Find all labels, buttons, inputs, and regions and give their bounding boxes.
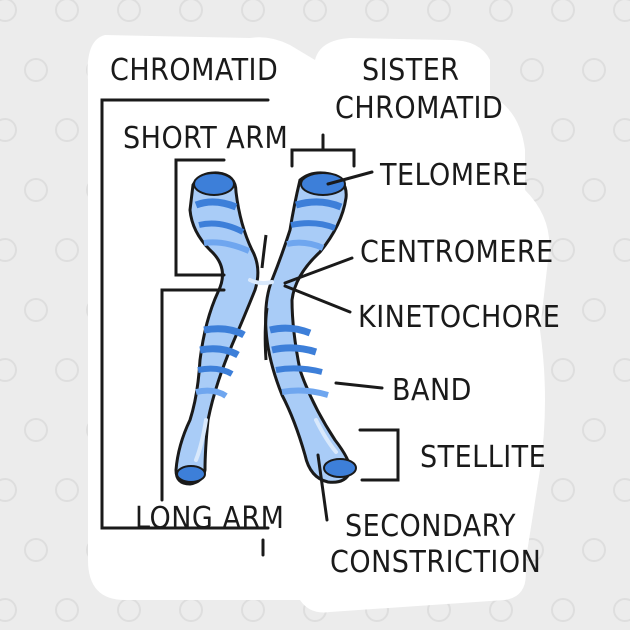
watermark-logo-icon [241,598,265,622]
watermark-logo-icon [55,358,79,382]
telomere-right-tip [300,172,346,196]
watermark-logo-icon [179,598,203,622]
watermark-logo-icon [613,478,630,502]
label-kinetochore: KINETOCHORE [358,300,560,335]
watermark-logo-icon [551,598,575,622]
label-band: BAND [392,373,472,408]
watermark-logo-icon [489,0,513,22]
watermark-logo-icon [427,0,451,22]
short-arm-bracket [174,158,226,277]
watermark-logo-icon [24,538,48,562]
watermark-logo-icon [489,598,513,622]
label-short-arm: SHORT ARM [123,121,288,156]
watermark-logo-icon [24,298,48,322]
watermark-logo-icon [303,0,327,22]
centromere-gap [260,234,268,269]
watermark-logo-icon [0,0,17,22]
watermark-logo-icon [582,538,606,562]
watermark-logo-icon [582,418,606,442]
watermark-logo-icon [365,0,389,22]
telomere-leader [326,170,374,186]
band [275,365,323,375]
watermark-logo-icon [55,118,79,142]
watermark-logo-icon [179,0,203,22]
kinetochore-leader [283,284,352,314]
watermark-logo-icon [55,478,79,502]
label-secondary: SECONDARY [345,509,516,544]
band [194,198,238,211]
watermark-logo-icon [613,238,630,262]
watermark-logo-icon [0,238,17,262]
watermark-logo-icon [582,58,606,82]
watermark-logo-icon [551,358,575,382]
telomere-left-tip [193,172,235,196]
band-leader [334,381,384,390]
telomere-bottom-left [176,465,206,483]
watermark-logo-icon [117,598,141,622]
watermark-logo-icon [613,0,630,22]
watermark-logo-icon [613,118,630,142]
watermark-logo-icon [551,0,575,22]
watermark-logo-icon [0,478,17,502]
band [203,239,251,254]
centromere-leader [283,256,354,285]
telomere-bottom-right [323,458,357,478]
band [203,325,246,339]
band [286,239,325,251]
leader-lines [100,98,400,557]
label-long-arm: LONG ARM [135,501,284,536]
watermark-logo-icon [551,478,575,502]
watermark-logo-icon [24,418,48,442]
label-constriction: CONSTRICTION [330,545,541,580]
watermark-logo-icon [0,358,17,382]
secondary-constriction-leader [316,453,329,522]
highlight [248,278,274,286]
label-telomere: TELOMERE [379,158,529,193]
watermark-logo-icon [55,0,79,22]
band [281,387,329,398]
long-arm-bracket [160,288,226,502]
watermark-logo-icon [241,0,265,22]
watermark-logo-icon [55,238,79,262]
band [198,220,245,235]
band [271,344,318,356]
band [295,198,343,211]
band [199,345,240,359]
watermark-logo-icon [24,178,48,202]
highlight [314,418,338,454]
band [269,324,312,337]
highlight [194,418,208,462]
label-chromatid: CHROMATID [110,53,278,88]
label-sister: SISTER [362,53,460,88]
label-chromatid-2: CHROMATID [335,91,503,126]
watermark-logo-icon [582,178,606,202]
chromatid-bracket [100,98,270,530]
watermark-logo-icon [520,58,544,82]
band [197,365,234,377]
watermark-logo-icon [613,358,630,382]
label-stellite: STELLITE [420,440,546,475]
watermark-logo-icon [24,58,48,82]
band [290,220,337,231]
watermark-logo-icon [117,0,141,22]
watermark-logo-icon [582,298,606,322]
watermark-logo-icon [613,598,630,622]
chromosome-icon [174,171,357,486]
band [195,387,228,399]
watermark-logo-icon [551,238,575,262]
stellite-bracket [358,428,400,482]
label-centromere: CENTROMERE [360,235,554,270]
chromatid-split [263,307,269,361]
watermark-logo-icon [0,598,17,622]
watermark-logo-icon [55,598,79,622]
watermark-logo-icon [551,118,575,142]
watermark-logo-icon [0,118,17,142]
